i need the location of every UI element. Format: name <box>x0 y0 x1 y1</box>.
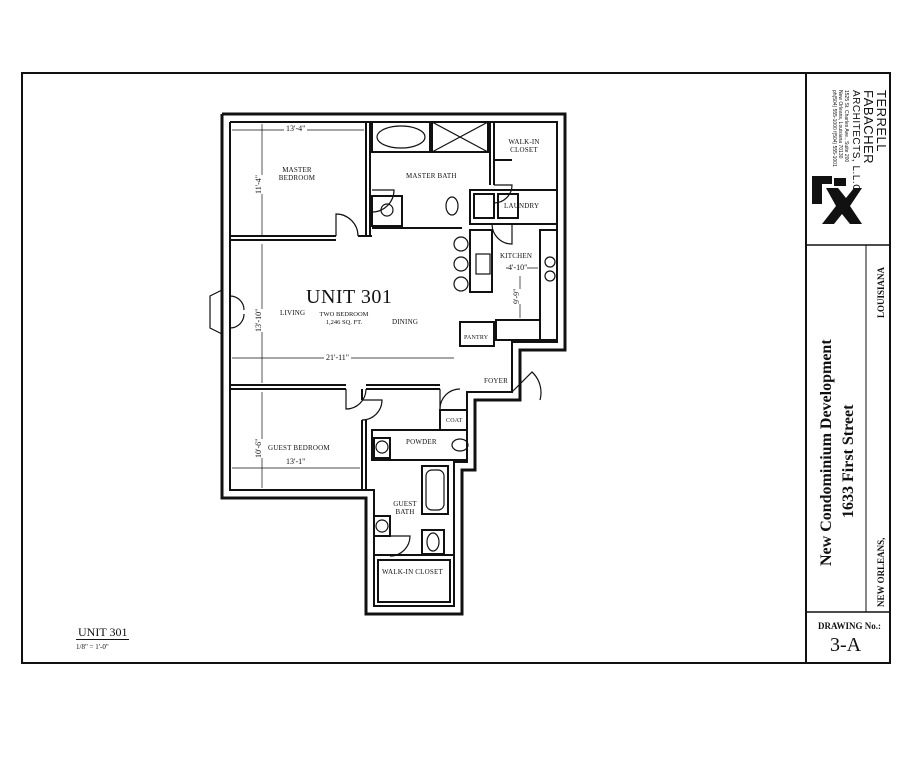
room-label-guest-bath: GUEST BATH <box>390 500 420 516</box>
unit-bedroom-count: TWO BEDROOM <box>319 311 369 318</box>
unit-title: UNIT 301 <box>306 286 393 308</box>
project-city: NEW ORLEANS, <box>876 537 886 607</box>
room-label-laundry: LAUNDRY <box>504 202 540 210</box>
interior-walls <box>229 121 558 607</box>
scale-value: 1/8" = 1'-0" <box>76 643 109 651</box>
room-label-line: MASTER <box>282 166 312 174</box>
room-label-coat: COAT <box>446 418 463 424</box>
room-label-line: WALK-IN <box>508 138 540 146</box>
room-label-living: LIVING <box>280 309 306 317</box>
firm-name: TERRELL FABACHER ARCHITECTS, L.L.C. <box>849 90 889 196</box>
room-label-master-bedroom: MASTER BEDROOM <box>272 166 322 182</box>
drawing-number: 3-A <box>830 634 862 656</box>
dim-guest-depth: 10'-6" <box>254 438 263 458</box>
project-name: New Condominium Development <box>818 339 835 566</box>
firm-name-line: TERRELL <box>874 90 889 153</box>
room-label-line: CLOSET <box>510 146 538 154</box>
scale-title: UNIT 301 <box>76 625 130 640</box>
sheet-border <box>21 72 891 664</box>
unit-square-footage: 1,246 SQ. FT. <box>325 319 363 326</box>
firm-name-line: ARCHITECTS, L.L.C. <box>850 90 861 196</box>
room-label-pantry: PANTRY <box>464 335 489 341</box>
firm-name-line: FABACHER <box>861 90 876 165</box>
room-label-walk-in-closet-2: WALK-IN CLOSET <box>382 568 443 576</box>
drawing-number-label: DRAWING No.: <box>818 621 881 631</box>
unit-subtitle: TWO BEDROOM 1,246 SQ. FT. <box>304 311 384 327</box>
room-label-line: BATH <box>395 508 415 516</box>
firm-address-line: ph(504) 555-1000 f(504) 555-1001 <box>831 90 837 167</box>
room-label-dining: DINING <box>392 318 419 326</box>
firm-address-line: New Orleans, Louisiana 70130 <box>837 90 843 159</box>
room-label-walk-in-closet: WALK-IN CLOSET <box>498 138 550 154</box>
room-label-powder: POWDER <box>406 438 437 446</box>
exterior-walls <box>220 112 567 616</box>
project-address: 1633 First Street <box>840 404 857 518</box>
room-label-foyer: FOYER <box>484 377 508 385</box>
dim-master-depth: 11'-4" <box>254 174 263 194</box>
room-label-guest-bedroom: GUEST BEDROOM <box>268 444 330 452</box>
firm-block: TERRELL FABACHER ARCHITECTS, L.L.C. 1525… <box>831 90 889 196</box>
firm-logo <box>812 176 862 224</box>
dim-kitchen-width: 4'-10" <box>508 263 528 272</box>
dim-living-width: 21'-11" <box>324 353 352 362</box>
project-state: LOUISIANA <box>876 266 886 318</box>
room-label-line: BEDROOM <box>278 174 316 182</box>
room-label-kitchen: KITCHEN <box>500 252 533 260</box>
fixtures <box>375 121 556 552</box>
dim-guest-width: 13'-1" <box>286 457 306 466</box>
dim-kitchen-depth: 9'-9" <box>512 288 521 304</box>
dim-master-width: 13'-4" <box>284 124 308 133</box>
room-label-line: GUEST <box>393 500 417 508</box>
dim-living-depth: 13'-10" <box>254 308 263 332</box>
room-label-master-bath: MASTER BATH <box>406 172 457 180</box>
